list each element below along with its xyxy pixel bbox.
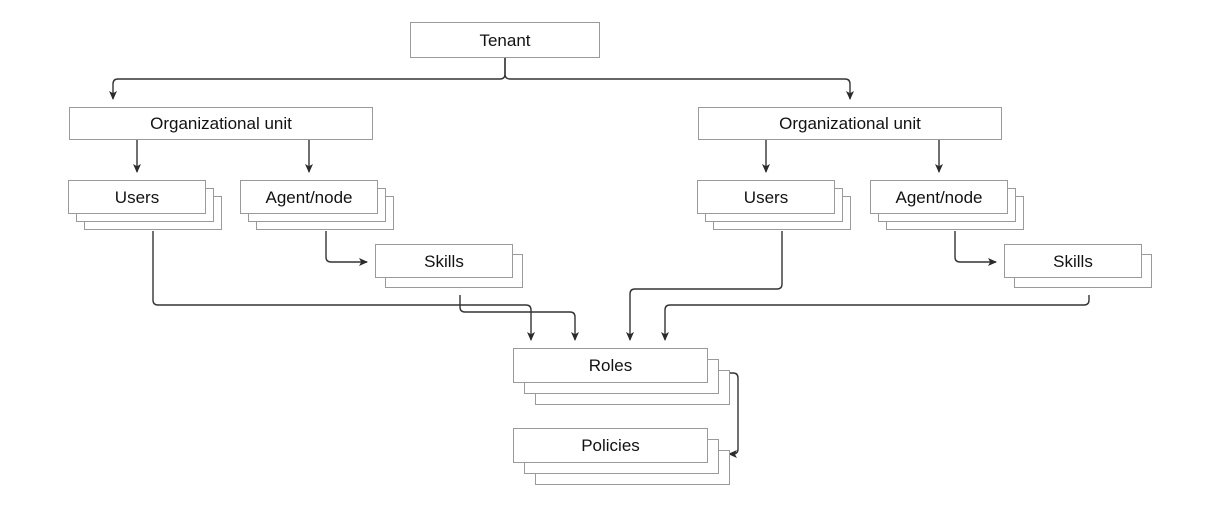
- node-org-unit-right-label: Organizational unit: [779, 114, 921, 133]
- node-skills-right[interactable]: Skills: [1004, 244, 1142, 278]
- node-skills-right-label: Skills: [1053, 251, 1093, 271]
- edge-agent-right-to-skills-right: [954, 231, 997, 266]
- node-policies[interactable]: Policies: [513, 428, 708, 463]
- node-org-unit-right[interactable]: Organizational unit: [698, 107, 1002, 140]
- node-agent-node-right-label: Agent/node: [895, 187, 983, 207]
- node-skills-left-label: Skills: [424, 251, 464, 271]
- node-tenant[interactable]: Tenant: [410, 22, 600, 58]
- node-agent-node-left-label: Agent/node: [265, 187, 353, 207]
- node-org-unit-left[interactable]: Organizational unit: [69, 107, 373, 140]
- edge-users-right-to-roles: [626, 231, 783, 341]
- edge-agent-left-to-skills-left: [325, 231, 368, 266]
- node-roles[interactable]: Roles: [513, 348, 708, 383]
- edge-skills-left-to-roles: [459, 295, 579, 341]
- node-policies-label: Policies: [581, 436, 640, 455]
- node-agent-node-left[interactable]: Agent/node: [240, 180, 378, 214]
- node-org-unit-left-label: Organizational unit: [150, 114, 292, 133]
- node-roles-label: Roles: [588, 356, 633, 375]
- edge-skills-right-to-roles: [661, 295, 1090, 341]
- edge-tenant-to-org-left: [109, 58, 506, 100]
- node-users-right-label: Users: [743, 187, 789, 207]
- node-tenant-label: Tenant: [479, 30, 531, 50]
- node-users-left-label: Users: [114, 187, 160, 207]
- node-agent-node-right[interactable]: Agent/node: [870, 180, 1008, 214]
- edge-tenant-to-org-right: [504, 58, 854, 100]
- node-users-left[interactable]: Users: [68, 180, 206, 214]
- node-skills-left[interactable]: Skills: [375, 244, 513, 278]
- node-users-right[interactable]: Users: [697, 180, 835, 214]
